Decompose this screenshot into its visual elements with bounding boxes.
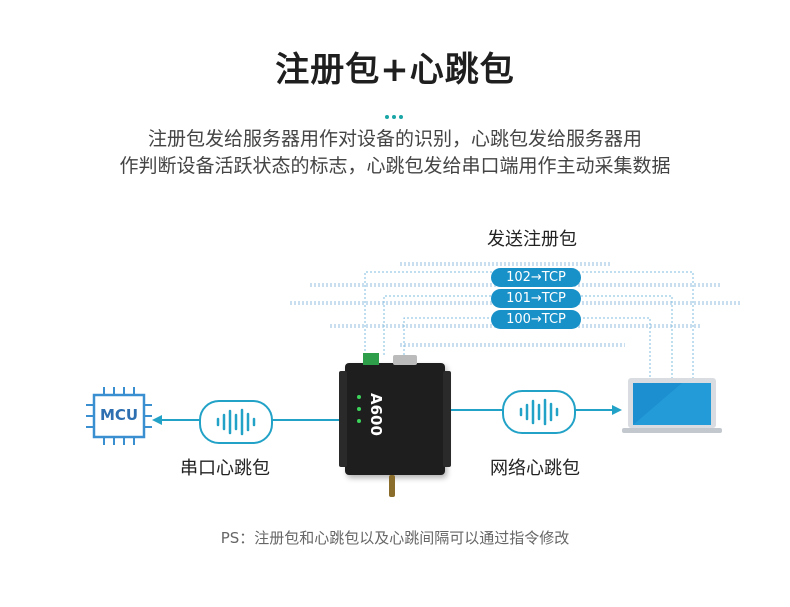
tcp-pill-101: 101→TCP xyxy=(491,289,581,308)
network-heartbeat-label: 网络心跳包 xyxy=(490,458,580,479)
status-led-icon xyxy=(357,407,361,411)
serial-wave-icon xyxy=(199,400,273,444)
status-led-icon xyxy=(357,395,361,399)
status-led-icon xyxy=(357,419,361,423)
serial-arrow-head xyxy=(152,415,162,425)
description-line-1: 注册包发给服务器用作对设备的识别，心跳包发给服务器用 xyxy=(147,128,642,150)
ps-note: PS：注册包和心跳包以及心跳间隔可以通过指令修改 xyxy=(220,529,570,547)
network-arrow-head xyxy=(612,405,622,415)
send-register-label: 发送注册包 xyxy=(487,229,577,250)
mcu-chip-icon: MCU xyxy=(86,387,152,445)
page-title: 注册包+心跳包 xyxy=(275,50,515,90)
a600-device: A600 xyxy=(339,353,451,497)
antenna-icon xyxy=(389,475,395,497)
db9-port-icon xyxy=(393,355,417,365)
network-wave-icon xyxy=(502,390,576,434)
terminal-block-icon xyxy=(363,353,379,365)
title-dots xyxy=(385,104,406,123)
description-line-2: 作判断设备活跃状态的标志，心跳包发给串口端用作主动采集数据 xyxy=(119,155,671,177)
serial-heartbeat-label: 串口心跳包 xyxy=(180,458,270,479)
mcu-label: MCU xyxy=(99,406,139,424)
tcp-pill-100: 100→TCP xyxy=(491,310,581,329)
tcp-pill-102: 102→TCP xyxy=(491,268,581,287)
device-model-label: A600 xyxy=(367,393,385,436)
